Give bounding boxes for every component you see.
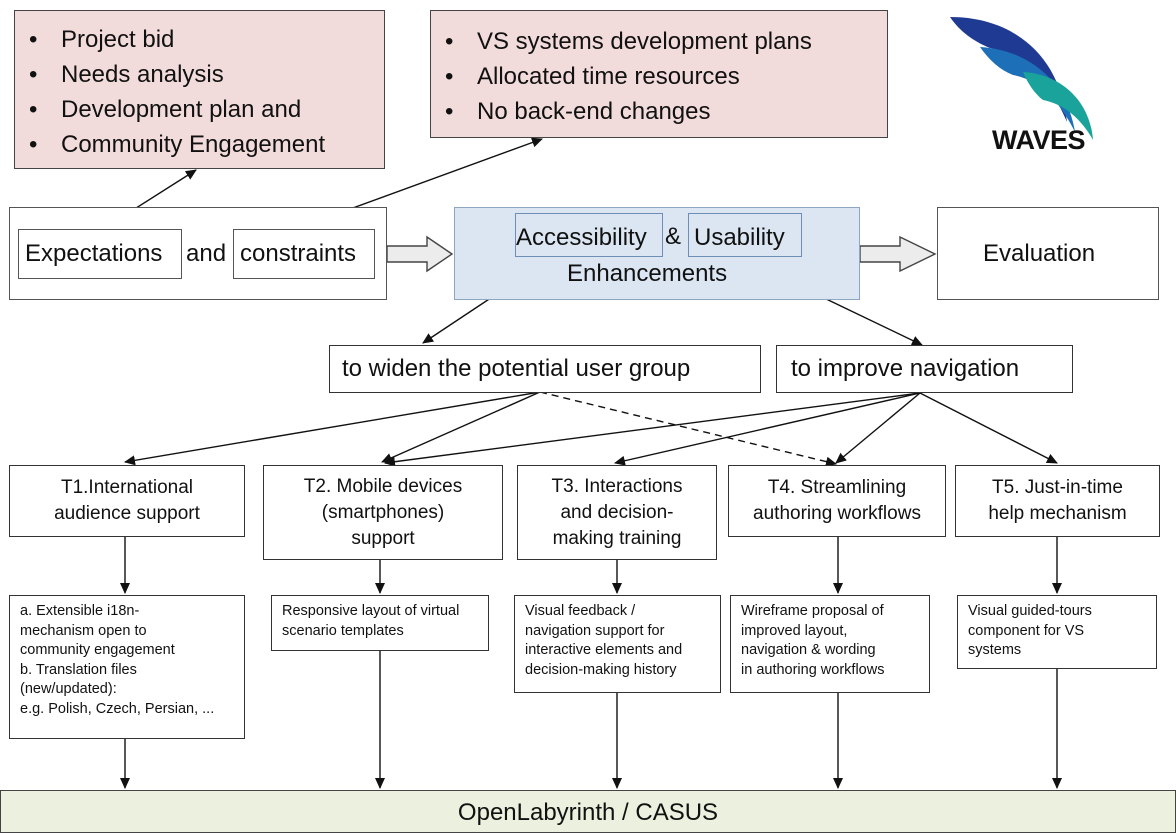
task-t5-line: T5. Just-in-time xyxy=(992,477,1123,498)
task-t3-line: making training xyxy=(552,527,682,549)
constraints-box: VS systems development plans Allocated t… xyxy=(430,10,888,138)
output-o2: Responsive layout of virtual scenario te… xyxy=(271,595,489,651)
output-o1-line: a. Extensible i18n- xyxy=(20,603,140,619)
arrow-widen-to-t1 xyxy=(124,391,541,466)
enhancements-label: Enhancements xyxy=(567,260,728,287)
output-o1-line: (new/updated): xyxy=(20,681,117,697)
accessibility-label: Accessibility xyxy=(516,224,647,251)
output-o4-line: in authoring workflows xyxy=(741,661,885,678)
output-o5-line: component for VS xyxy=(968,622,1085,639)
project-bid-list: Project bid Needs analysis Development p… xyxy=(15,22,325,162)
arrow-nav-to-t5 xyxy=(919,392,1058,464)
output-o4-line: improved layout, xyxy=(741,622,848,639)
task-t1-line: audience support xyxy=(54,503,200,524)
widen-user-group-label: to widen the potential user group xyxy=(342,355,691,382)
output-o2-line: scenario templates xyxy=(282,622,404,639)
output-o3-line: navigation support for xyxy=(525,622,665,639)
output-o1-line: community engagement xyxy=(20,642,175,658)
waves-logo-icon xyxy=(950,17,1093,140)
bullet-item: Needs analysis xyxy=(15,57,325,92)
bullet-item: VS systems development plans xyxy=(431,24,812,59)
bullet-item: Project bid xyxy=(15,22,325,57)
accessibility-label-box: Accessibility xyxy=(515,213,663,257)
output-o5-line: systems xyxy=(968,642,1022,658)
improve-navigation-label: to improve navigation xyxy=(791,355,1020,382)
task-t4-line: authoring workflows xyxy=(753,503,921,524)
task-t2: T2. Mobile devices (smartphones) support xyxy=(263,465,503,560)
task-t1-line: T1.International xyxy=(60,477,194,498)
task-t2-line: support xyxy=(351,527,415,549)
task-t2-line: T2. Mobile devices xyxy=(303,475,463,497)
waves-logo: WAVES xyxy=(945,12,1095,162)
constraints-label-box: constraints xyxy=(233,229,375,279)
expectations-panel: Expectations and constraints xyxy=(9,207,387,300)
task-t3-line: T3. Interactions xyxy=(551,475,683,497)
task-t4-line: T4. Streamlining xyxy=(767,477,907,498)
bullet-item: No back-end changes xyxy=(431,94,812,129)
output-o5-line: Visual guided-tours xyxy=(968,603,1092,619)
task-t5-line: help mechanism xyxy=(988,503,1127,524)
arrow-nav-to-t3 xyxy=(614,392,921,466)
output-o4-line: Wireframe proposal of xyxy=(741,603,884,619)
task-t5: T5. Just-in-time help mechanism xyxy=(955,465,1160,537)
usability-label-box: Usability xyxy=(688,213,802,257)
constraints-label: constraints xyxy=(240,240,357,267)
output-o1: a. Extensible i18n- mechanism open to co… xyxy=(9,595,245,739)
output-o4-line: navigation & wording xyxy=(741,642,876,658)
output-o1-line: b. Translation files xyxy=(20,661,137,678)
widen-user-group-box: to widen the potential user group xyxy=(329,345,761,393)
evaluation-box: Evaluation xyxy=(937,207,1159,300)
arrow-widen-to-t2 xyxy=(381,391,541,463)
constraints-list: VS systems development plans Allocated t… xyxy=(431,24,812,129)
output-o5: Visual guided-tours component for VS sys… xyxy=(957,595,1157,669)
arrow-nav-to-t2 xyxy=(384,392,921,467)
enhancements-panel: Accessibility & Usability Enhancements xyxy=(454,207,860,300)
output-o3-line: interactive elements and xyxy=(525,642,683,658)
bullet-item: Allocated time resources xyxy=(431,59,812,94)
usability-label: Usability xyxy=(694,224,785,251)
output-o3-line: decision-making history xyxy=(525,661,677,678)
arrow-widen-to-t4-dashed xyxy=(539,391,837,467)
output-o3: Visual feedback / navigation support for… xyxy=(514,595,721,693)
task-t4: T4. Streamlining authoring workflows xyxy=(728,465,946,537)
bullet-item: Community Engagement xyxy=(15,127,325,162)
output-o1-line: mechanism open to xyxy=(20,622,147,639)
expectations-label: Expectations xyxy=(25,240,163,267)
task-t3-line: and decision- xyxy=(560,501,674,523)
block-arrow-left xyxy=(386,235,454,273)
ampersand-label: & xyxy=(665,223,682,250)
arrow-nav-to-t4 xyxy=(835,392,921,464)
project-bid-box: Project bid Needs analysis Development p… xyxy=(14,10,385,169)
expectations-label-box: Expectations xyxy=(18,229,182,279)
platform-bar: OpenLabyrinth / CASUS xyxy=(0,790,1176,833)
evaluation-label: Evaluation xyxy=(983,240,1096,267)
task-t2-line: (smartphones) xyxy=(321,501,445,523)
block-arrow-right xyxy=(859,235,937,273)
task-t3: T3. Interactions and decision-making trai… xyxy=(517,465,717,560)
output-o4: Wireframe proposal of improved layout, n… xyxy=(730,595,930,693)
and-label: and xyxy=(186,240,227,267)
output-o2-line: Responsive layout of virtual xyxy=(282,603,460,619)
waves-logo-text: WAVES xyxy=(992,125,1086,155)
bullet-item: Development plan and xyxy=(15,92,325,127)
output-o3-line: Visual feedback / xyxy=(525,603,636,619)
task-t1: T1.International audience support xyxy=(9,465,245,537)
platform-label: OpenLabyrinth / CASUS xyxy=(457,799,719,826)
output-o1-line: e.g. Polish, Czech, Persian, ... xyxy=(20,700,215,717)
improve-navigation-box: to improve navigation xyxy=(776,345,1073,393)
